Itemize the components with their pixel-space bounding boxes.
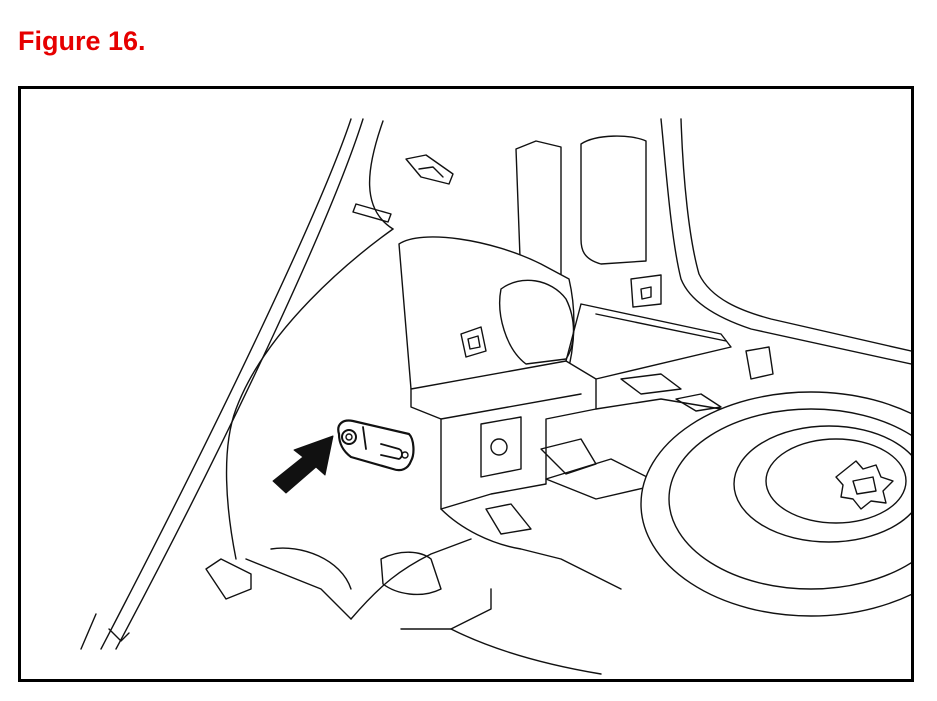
arrow-icon xyxy=(272,435,334,494)
figure-title: Figure 16. xyxy=(18,26,146,56)
wheel-house xyxy=(398,236,575,390)
trunk-line-drawing xyxy=(80,118,911,675)
panel-slots xyxy=(352,154,454,223)
quarter-panel-lines xyxy=(80,118,394,650)
seat-back xyxy=(515,118,911,380)
spare-tire xyxy=(640,391,911,617)
bracket-clip-icon xyxy=(337,419,415,472)
spare-tire-icon xyxy=(640,391,911,617)
crossmember xyxy=(410,303,732,510)
wing-nut-icon xyxy=(835,460,894,510)
figure-frame xyxy=(18,86,914,682)
